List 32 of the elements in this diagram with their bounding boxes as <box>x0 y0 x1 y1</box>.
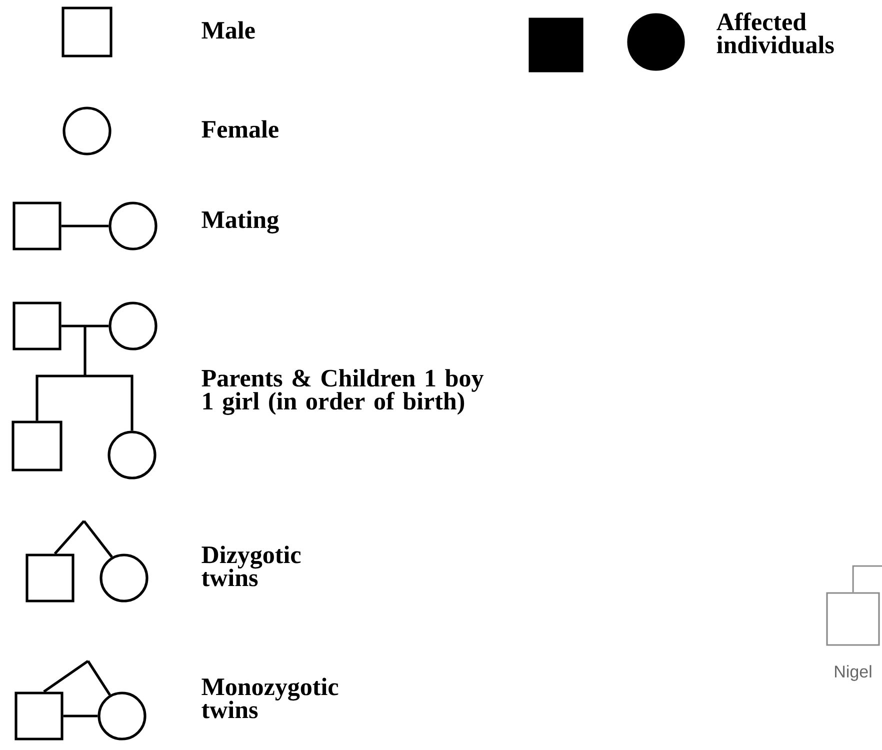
circle-symbol <box>62 106 112 156</box>
circle-symbol <box>108 430 156 480</box>
symbol-label: Monozygotic twins <box>202 678 338 718</box>
square-symbol <box>26 554 74 602</box>
symbol-label: Female <box>202 120 278 138</box>
symbol-label: Mating <box>202 210 279 234</box>
circle-symbol <box>100 554 148 602</box>
descent-line <box>36 324 134 432</box>
twin-line <box>43 660 89 693</box>
square-symbol <box>14 692 64 740</box>
square-symbol <box>12 302 62 350</box>
symbol-label: Parents & Children 1 boy 1 girl (in order of birth) <box>202 369 484 415</box>
circle-symbol <box>98 692 146 740</box>
mating-line <box>63 714 98 718</box>
square-symbol <box>62 6 112 58</box>
twin-line <box>86 660 111 696</box>
pedigree-line <box>852 565 882 592</box>
mating-line <box>61 224 109 228</box>
square-symbol <box>12 202 62 250</box>
square-symbol <box>826 592 880 646</box>
filled-circle-symbol <box>627 13 685 71</box>
mating-line <box>61 324 109 328</box>
filled-square-symbol <box>528 18 584 72</box>
symbol-label: Dizygotic twins <box>202 546 301 586</box>
symbol-label: Male <box>202 21 255 39</box>
twin-line <box>54 520 85 555</box>
name-label: Nigel <box>835 665 872 681</box>
twin-line <box>82 520 113 558</box>
symbol-label: Affected individuals <box>716 12 834 54</box>
square-symbol <box>12 420 62 472</box>
circle-symbol <box>108 202 158 250</box>
circle-symbol <box>108 302 158 350</box>
